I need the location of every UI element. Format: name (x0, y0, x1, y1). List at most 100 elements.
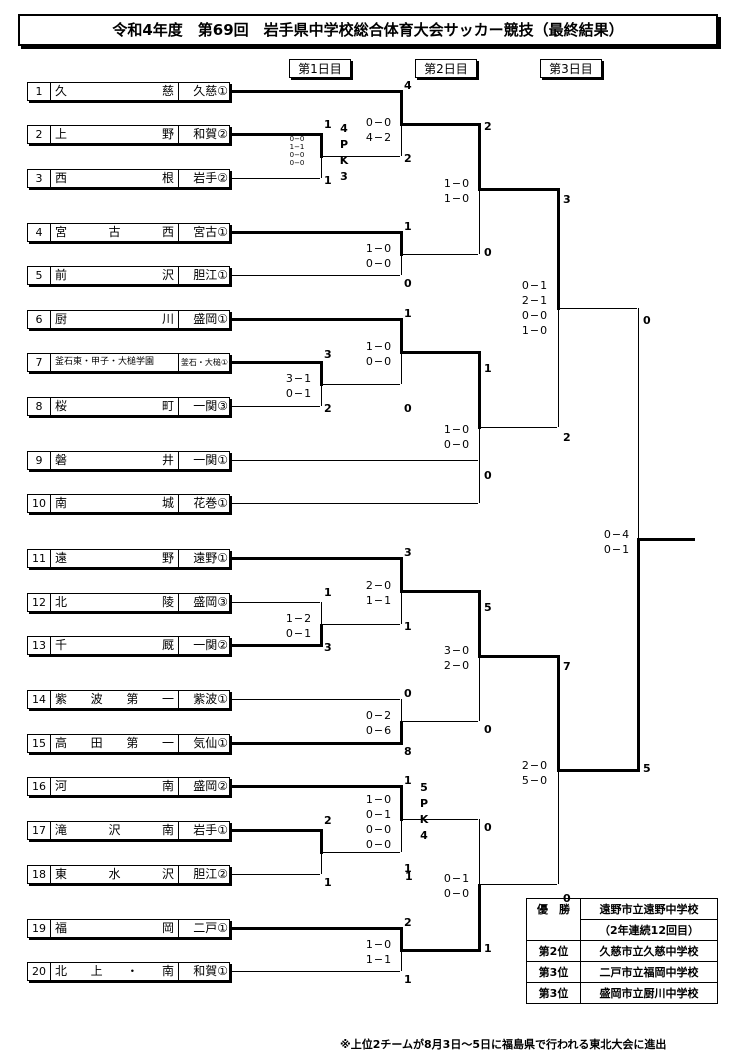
score-detail: 0−0 (365, 823, 393, 836)
bracket-line (230, 557, 403, 560)
bracket-line (401, 253, 402, 275)
pk-marker: K (339, 154, 349, 167)
team-number: 5 (28, 267, 51, 284)
match-score: 0 (484, 469, 492, 482)
team-number: 7 (28, 354, 51, 371)
result-row: 第3位盛岡市立厨川中学校 (526, 982, 718, 1004)
pk-marker: 4 (420, 829, 428, 842)
score-detail: 0−0 (365, 256, 393, 270)
team-region: 遠野① (178, 550, 230, 567)
team-number: 16 (28, 778, 51, 795)
match-score: 1 (404, 973, 412, 986)
team-region: 盛岡② (178, 778, 230, 795)
bracket-line (230, 231, 403, 234)
match-score: 1 (404, 220, 412, 233)
team-name: 南 城 (55, 496, 174, 510)
team-number: 14 (28, 691, 51, 708)
team-region: 盛岡③ (178, 594, 230, 611)
team-number: 10 (28, 495, 51, 512)
bracket-line (637, 538, 640, 773)
bracket-line (638, 307, 639, 539)
team-name: 遠 野 (55, 551, 174, 565)
pk-marker: K (419, 813, 429, 826)
bracket-line (230, 742, 403, 745)
score-detail: 5−0 (521, 774, 549, 788)
score-detail: 1−0 (521, 323, 549, 337)
day-3-label: 第3日目 (540, 59, 602, 78)
match-score: 1 (324, 876, 332, 889)
match-score: 5 (484, 600, 492, 614)
match-score: 2 (563, 431, 571, 445)
score-detail: 3−1 (285, 372, 313, 385)
bracket-line (400, 91, 403, 126)
match-score: 3 (324, 641, 332, 654)
score-detail: 1−0 (443, 176, 471, 190)
team-region: 胆江① (178, 267, 230, 284)
bracket-line (401, 819, 402, 852)
team-entry: 12 北 陵盛岡③ (27, 593, 230, 612)
match-score: 0 (404, 277, 412, 290)
result-rank (526, 919, 581, 941)
team-region: 胆江② (178, 866, 230, 883)
match-score: 0 (484, 821, 492, 834)
bracket-line (400, 350, 481, 354)
score-detail: 0−1 (603, 542, 631, 556)
team-region: 気仙① (178, 735, 230, 752)
results-table: 優 勝遠野市立遠野中学校（2年連続12回目）第2位久慈市立久慈中学校第3位二戸市… (526, 898, 718, 1004)
score-detail: 0−0 (521, 308, 549, 322)
bracket-line (230, 275, 400, 276)
bracket-line (400, 721, 403, 745)
bracket-line (557, 307, 637, 309)
result-school: 盛岡市立厨川中学校 (580, 982, 718, 1004)
match-score: 2 (324, 814, 332, 827)
score-detail: 0−1 (521, 278, 549, 292)
team-number: 12 (28, 594, 51, 611)
team-region: 宮古① (178, 224, 230, 241)
team-name: 北 陵 (55, 595, 174, 609)
bracket-line (557, 655, 560, 773)
score-detail: 0−1 (285, 387, 313, 400)
match-score: 1 (324, 118, 332, 131)
match-score: 2 (404, 152, 412, 165)
footnote: ※上位2チームが8月3日～5日に福島県で行われる東北大会に進出 (340, 1038, 667, 1051)
result-school: 遠野市立遠野中学校 (580, 898, 718, 920)
match-score: 0 (643, 313, 651, 327)
bracket-line (479, 427, 480, 503)
pk-marker: 4 (340, 122, 348, 135)
bracket-line (320, 623, 323, 647)
bracket-line (400, 721, 478, 722)
score-detail: 1−0 (365, 241, 393, 255)
team-name: 河 南 (55, 779, 174, 793)
team-name: 厨 川 (55, 312, 174, 326)
bracket-line (400, 232, 403, 256)
match-score: 0 (404, 402, 412, 415)
score-detail: 1−0 (443, 191, 471, 205)
bracket-line (637, 537, 695, 541)
match-score: 8 (404, 745, 412, 758)
bracket-line (478, 187, 560, 191)
team-number: 1 (28, 83, 51, 100)
bracket-line (400, 819, 478, 820)
score-detail: 0−0 (289, 151, 305, 159)
team-name: 前 沢 (55, 268, 174, 282)
match-score: 0 (484, 723, 492, 736)
bracket-line (400, 122, 481, 126)
team-number: 6 (28, 311, 51, 328)
match-score: 1 (404, 862, 412, 875)
bracket-line (321, 852, 322, 874)
score-detail: 4−2 (365, 131, 393, 144)
score-detail: 0−1 (365, 808, 393, 821)
match-score: 2 (324, 402, 332, 415)
bracket-line (478, 590, 481, 658)
bracket-line (479, 819, 480, 885)
match-score: 0 (484, 245, 492, 259)
team-name: 福 岡 (55, 921, 174, 935)
score-detail: 0−0 (443, 887, 471, 901)
bracket-line (558, 307, 559, 428)
team-name: 西 根 (55, 171, 174, 185)
bracket-line (401, 590, 402, 624)
